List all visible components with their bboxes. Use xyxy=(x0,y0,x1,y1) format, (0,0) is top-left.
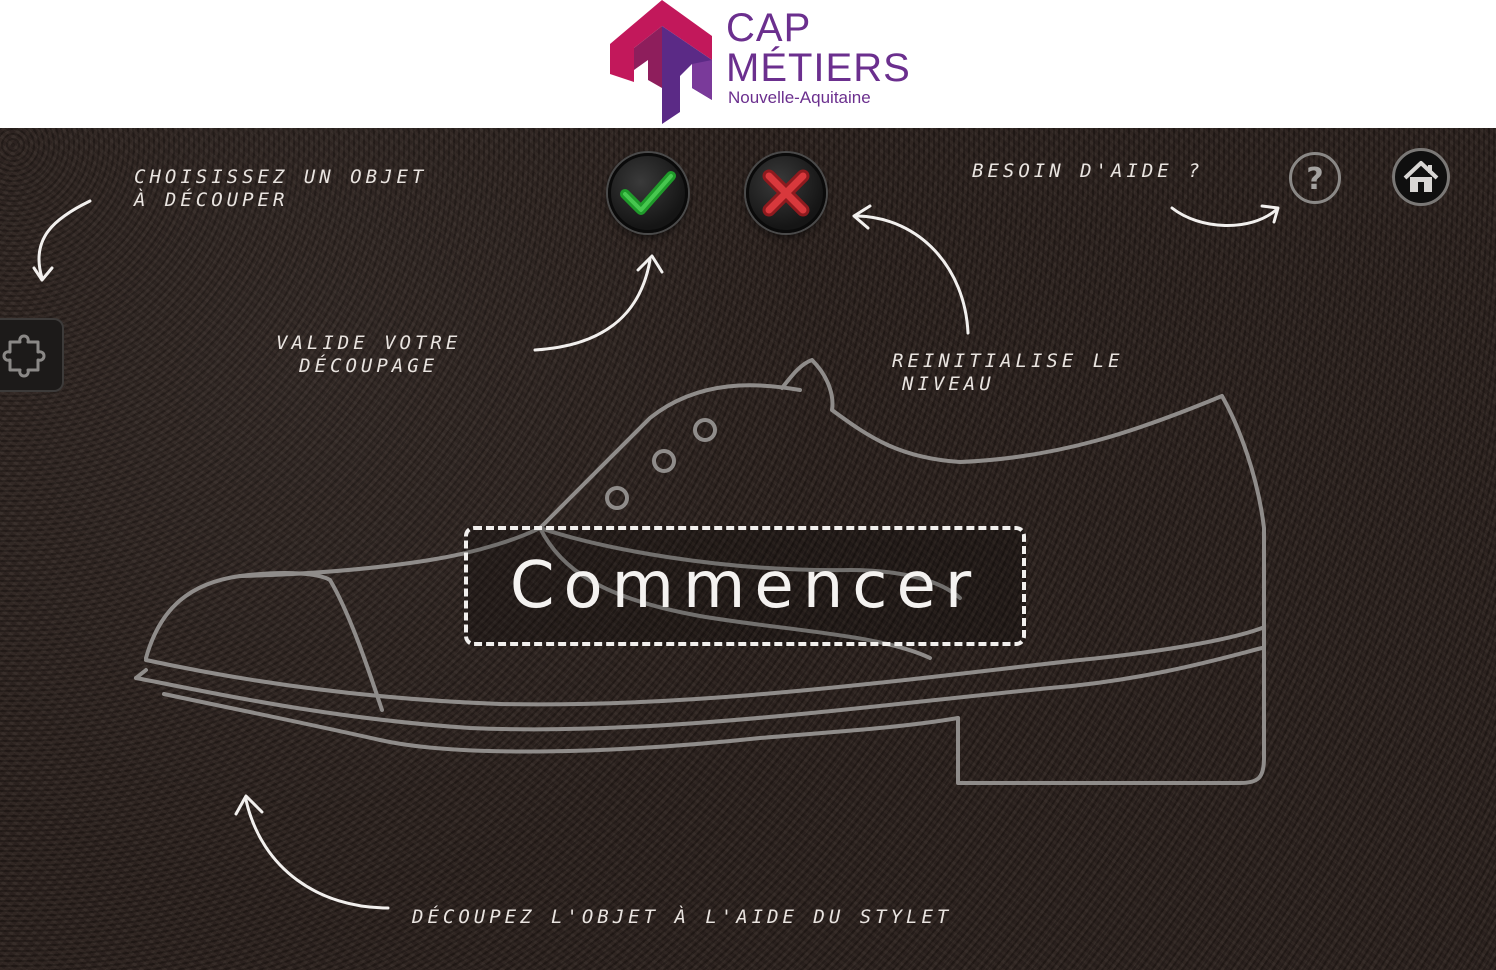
logo-wordmark: CAP MÉTIERS Nouvelle-Aquitaine xyxy=(726,8,911,108)
hint-reset-line2: niveau xyxy=(902,373,995,395)
validate-button[interactable] xyxy=(608,153,688,233)
header: CAP MÉTIERS Nouvelle-Aquitaine xyxy=(0,0,1496,128)
choose-object-tab[interactable] xyxy=(0,318,64,392)
hint-validate-line1: Valide votre xyxy=(276,332,462,354)
hint-validate: Valide votre découpage xyxy=(276,332,461,378)
hint-choose-object-line2: à découper xyxy=(134,189,289,211)
reset-button[interactable] xyxy=(746,153,826,233)
start-button[interactable]: Commencer xyxy=(464,526,1026,646)
checkmark-icon xyxy=(620,171,676,215)
game-stage[interactable]: Choisissez un objet à découper Valide vo… xyxy=(0,128,1496,970)
home-button[interactable] xyxy=(1392,148,1450,206)
help-button[interactable]: ? xyxy=(1289,152,1341,204)
logo-region-text: Nouvelle-Aquitaine xyxy=(728,88,871,107)
cap-metiers-logo-icon xyxy=(610,0,712,124)
hint-choose-object-line1: Choisissez un objet xyxy=(134,166,428,188)
svg-text:?: ? xyxy=(1306,162,1323,197)
logo-cap-text: CAP xyxy=(726,6,812,50)
hint-choose-object: Choisissez un objet à découper xyxy=(134,166,427,212)
hint-reset: Reinitialise le niveau xyxy=(892,350,1124,396)
shoe-outline xyxy=(32,199,1280,910)
hint-reset-line1: Reinitialise le xyxy=(892,350,1124,372)
puzzle-icon xyxy=(2,334,46,378)
question-icon: ? xyxy=(1306,162,1323,197)
logo-metiers-text: MÉTIERS xyxy=(726,46,911,90)
hint-validate-line2: découpage xyxy=(299,355,439,377)
start-button-label: Commencer xyxy=(509,549,981,623)
hint-cut: Découpez l'objet à l'aide du stylet xyxy=(412,906,953,928)
hint-help: Besoin d'aide ? xyxy=(972,160,1204,182)
home-icon xyxy=(1403,161,1439,192)
cross-icon xyxy=(762,169,810,217)
